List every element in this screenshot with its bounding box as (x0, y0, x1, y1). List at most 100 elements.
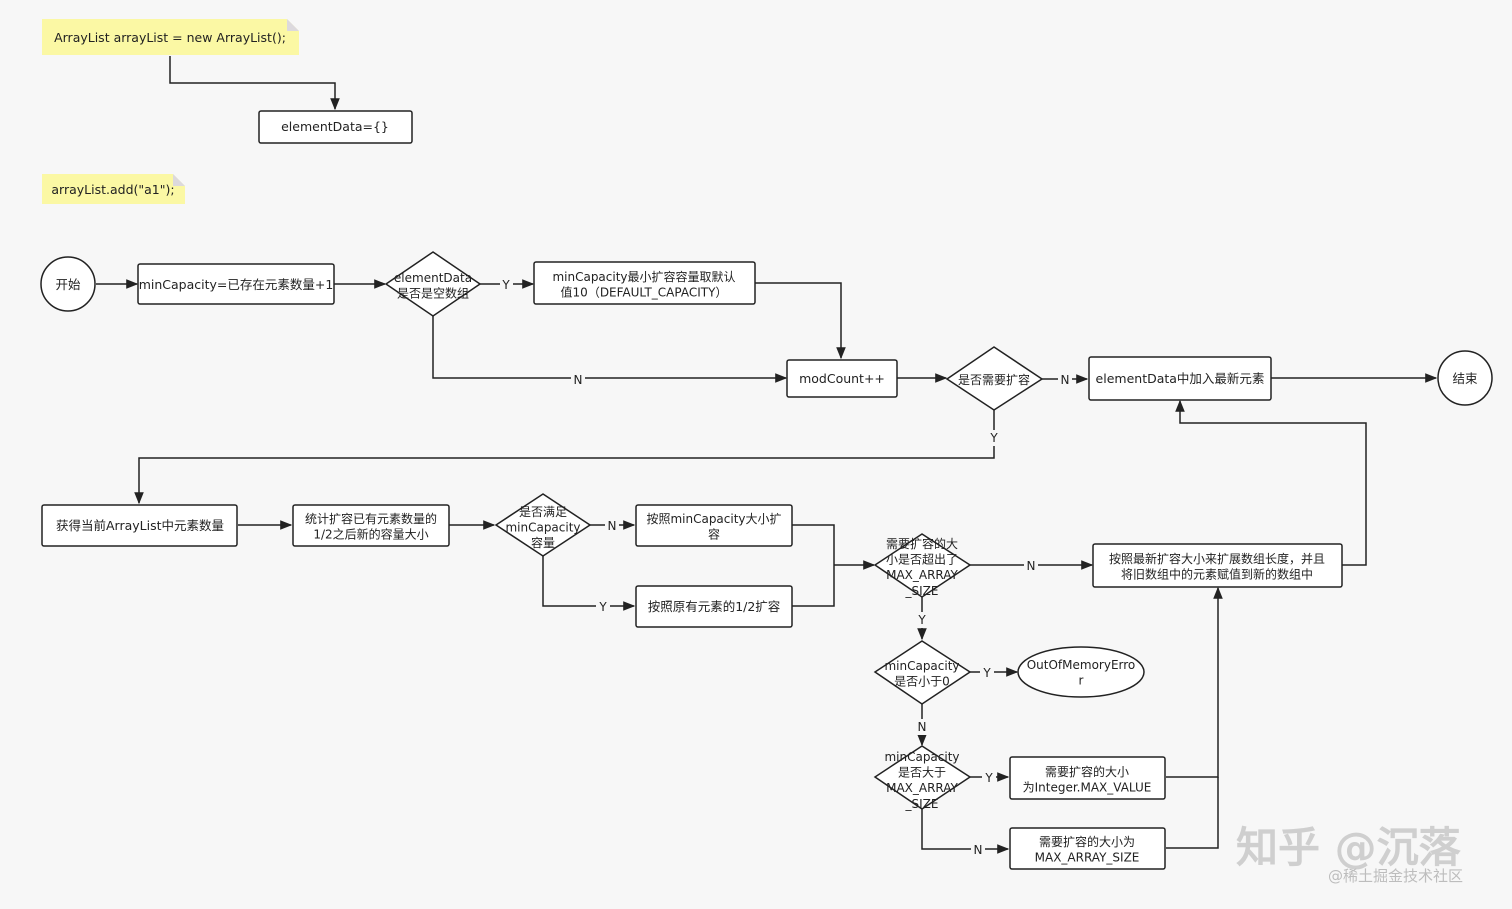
is-empty-decision-label-line: elementData (394, 271, 472, 285)
grow-by-min-label: 按照minCapacity大小扩容 (646, 512, 781, 542)
size-max-array-box (1009, 827, 1166, 870)
size-integer-max-label-line: 为Integer.MAX_VALUE (1023, 781, 1152, 795)
satisfy-decision-label-line: 容量 (531, 535, 555, 550)
exceed-max-decision-label-line: _SIZE (905, 584, 939, 598)
size-integer-max-label: 需要扩容的大小为Integer.MAX_VALUE (1023, 764, 1152, 795)
edge-label-satisfy-no: N (608, 519, 617, 533)
note-add: arrayList.add("a1"); (42, 174, 185, 204)
oom-label-line: r (1079, 674, 1084, 688)
greater-than-max-decision-label-line: MAX_ARRAY (886, 781, 958, 795)
greater-than-max-decision-label-line: 是否大于 (898, 766, 946, 780)
need-grow-decision-label-line: 是否需要扩容 (958, 372, 1030, 387)
exceed-max-decision-label-line: 需要扩容的大 (886, 536, 958, 551)
element-data-empty-label: elementData={} (281, 119, 389, 134)
size-max-array-label-line: MAX_ARRAY_SIZE (1035, 851, 1140, 865)
exceed-max-decision-label-line: MAX_ARRAY (886, 568, 958, 582)
is-empty-decision-label-line: 是否是空数组 (397, 286, 469, 301)
edge-label-greater-no: N (974, 843, 983, 857)
size-max-array-label: 需要扩容的大小为 MAX_ARRAY_SIZE (1035, 834, 1140, 865)
calc-new-capacity-box (292, 504, 450, 547)
oom-node (1017, 646, 1145, 698)
min-capacity-calc-box (137, 263, 335, 305)
greater-than-max-decision-label-line: _SIZE (905, 797, 939, 811)
default-capacity-label-line: 值10（DEFAULT_CAPACITY） (561, 285, 728, 300)
oom-label-line: OutOfMemoryErro (1027, 658, 1136, 672)
need-grow-decision (945, 346, 1044, 411)
mod-count-label-line: modCount++ (799, 371, 885, 386)
grow-by-min-label-line: 容 (708, 527, 720, 542)
element-data-empty-box (258, 110, 413, 144)
edge-bymin-merge (792, 524, 835, 565)
edge-isempty-no (432, 316, 788, 383)
edge-grow-yes (134, 410, 995, 505)
min-capacity-calc-label-line: minCapacity=已存在元素数量+1 (139, 277, 334, 292)
edge-labels: Y N N Y N Y N Y Y N Y N (500, 276, 1072, 858)
copy-array-label-line: 按照最新扩容大小来扩展数组长度，并且 (1109, 551, 1325, 566)
start-node (40, 256, 96, 312)
edge-default-to-modcount (755, 282, 846, 360)
get-size-label-line: 获得当前ArrayList中元素数量 (56, 518, 224, 533)
exceed-max-decision-label-line: 小是否超出了 (886, 552, 958, 567)
note-add-text: arrayList.add("a1"); (51, 182, 174, 197)
need-grow-decision-label: 是否需要扩容 (958, 372, 1030, 387)
edge-label-isempty-yes: Y (501, 278, 510, 292)
greater-than-max-decision-label-line: minCapacity (884, 750, 959, 764)
edge-copy-to-add (1175, 399, 1367, 566)
oom-label: OutOfMemoryErro r (1027, 658, 1136, 688)
less-than-zero-decision-label-line: 是否小于0 (894, 675, 950, 689)
start-label: 开始 (55, 277, 81, 292)
less-than-zero-decision-label: minCapacity 是否小于0 (884, 659, 959, 689)
add-element-box (1088, 356, 1272, 401)
end-label: 结束 (1452, 371, 1478, 386)
end-label-line: 结束 (1452, 371, 1478, 386)
note-init-text: ArrayList arrayList = new ArrayList(); (54, 30, 286, 45)
is-empty-decision (384, 251, 482, 317)
grow-by-min-box (635, 504, 793, 547)
get-size-box (41, 504, 238, 547)
less-than-zero-decision (873, 640, 972, 705)
greater-than-max-decision (873, 745, 972, 810)
edge-label-exceed-no: N (1027, 559, 1036, 573)
less-than-zero-decision-label-line: minCapacity (884, 659, 959, 673)
edge-label-grow-no: N (1061, 373, 1070, 387)
calc-new-capacity-label-line: 统计扩容已有元素数量的 (305, 511, 437, 526)
watermark-main: 知乎 @沉落 (1236, 823, 1462, 872)
grow-by-half-label: 按照原有元素的1/2扩容 (648, 599, 781, 614)
default-capacity-label-line: minCapacity最小扩容容量取默认 (552, 269, 735, 284)
size-max-array-label-line: 需要扩容的大小为 (1039, 834, 1135, 849)
add-element-label: elementData中加入最新元素 (1096, 371, 1265, 386)
satisfy-decision-label-line: minCapacity (505, 521, 580, 535)
copy-array-box (1092, 543, 1343, 588)
edges (96, 56, 1438, 854)
min-capacity-calc-label: minCapacity=已存在元素数量+1 (139, 277, 334, 292)
mod-count-box (786, 359, 898, 398)
edge-label-greater-yes: Y (984, 771, 993, 785)
edge-intmax-to-copy (1166, 586, 1223, 778)
watermark-sub: @稀土掘金技术社区 (1328, 867, 1463, 885)
copy-array-label: 按照最新扩容大小来扩展数组长度，并且将旧数组中的元素赋值到新的数组中 (1109, 551, 1325, 582)
default-capacity-label: minCapacity最小扩容容量取默认值10（DEFAULT_CAPACITY… (552, 269, 735, 300)
copy-array-label-line: 将旧数组中的元素赋值到新的数组中 (1121, 567, 1313, 582)
edge-greater-no (921, 809, 1010, 854)
start-label-line: 开始 (55, 277, 81, 292)
edge-label-lesszero-yes: Y (982, 666, 991, 680)
edge-byhalf-merge (792, 565, 835, 607)
grow-by-half-box (635, 585, 793, 628)
get-size-label: 获得当前ArrayList中元素数量 (56, 518, 224, 533)
edge-label-lesszero-no: N (918, 720, 927, 734)
edge-satisfy-yes (542, 556, 636, 611)
edge-label-isempty-no: N (574, 373, 583, 387)
edge-label-grow-yes: Y (989, 431, 998, 445)
size-integer-max-label-line: 需要扩容的大小 (1045, 764, 1129, 779)
edge-label-satisfy-yes: Y (598, 600, 607, 614)
grow-by-min-label-line: 按照minCapacity大小扩 (646, 512, 781, 526)
edge-label-exceed-yes: Y (917, 613, 926, 627)
default-capacity-box (533, 261, 756, 305)
edge-init-to-empty (169, 56, 340, 111)
note-init: ArrayList arrayList = new ArrayList(); (42, 19, 299, 55)
